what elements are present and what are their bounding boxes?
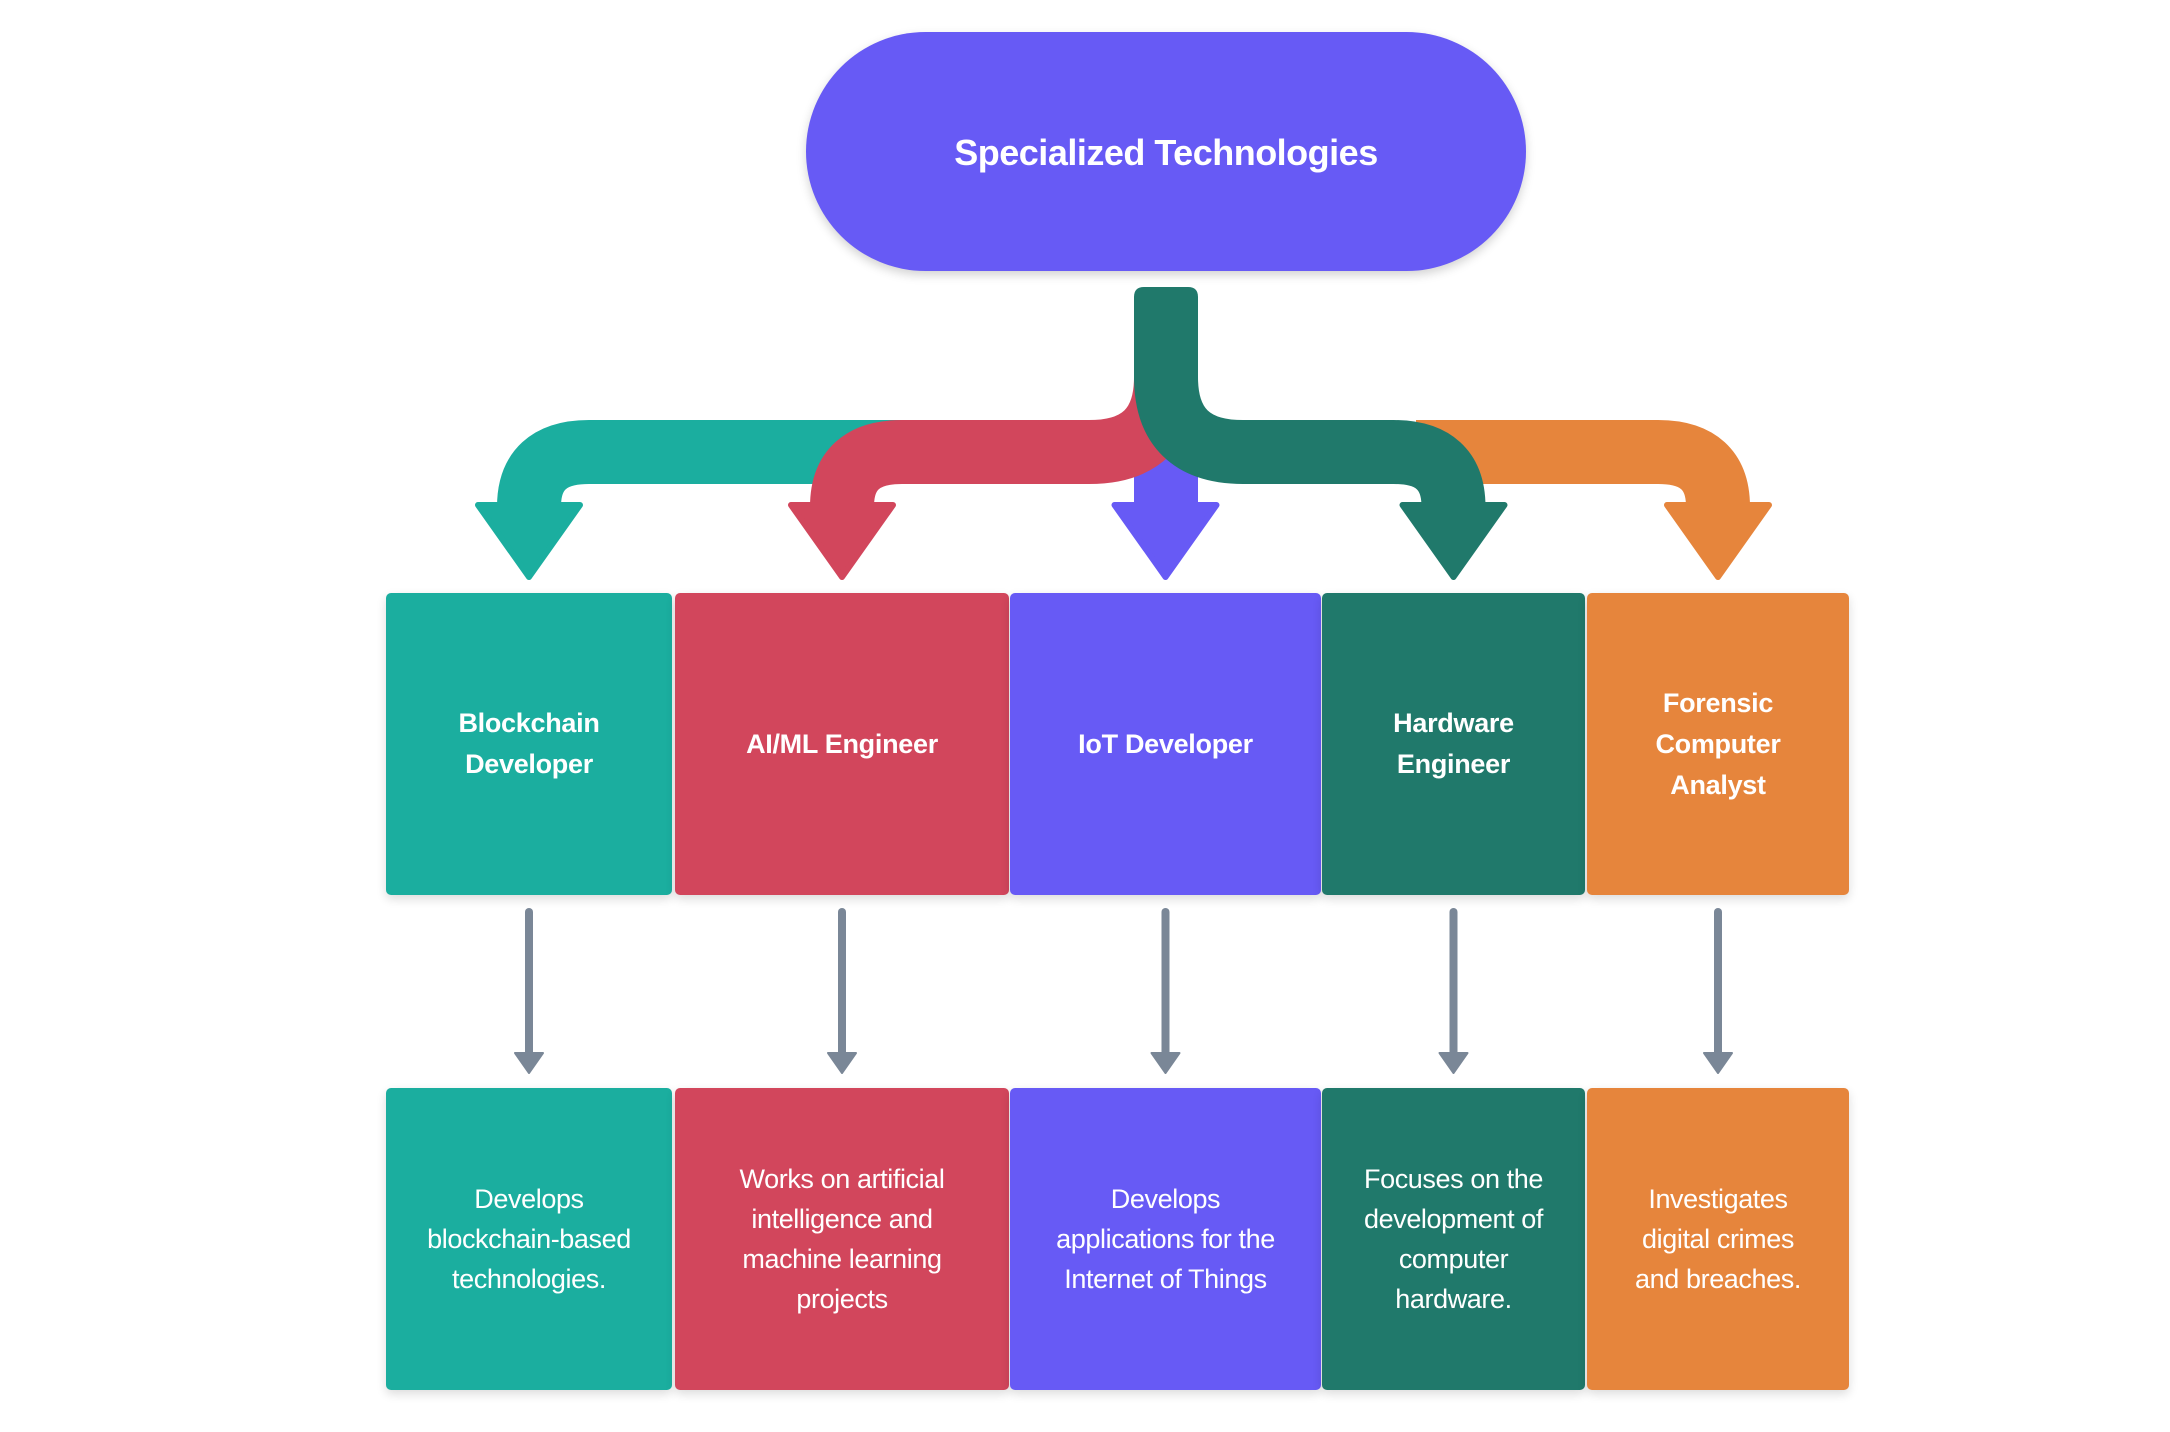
role-description: Develops blockchain-based technologies. (427, 1184, 631, 1294)
arrow-head (788, 502, 896, 580)
arrow-head (1399, 502, 1508, 580)
connector-forensic-computer-analyst (1703, 908, 1733, 1074)
connector-arrowhead (1703, 1052, 1733, 1074)
role-node-forensic-computer-analyst[interactable]: Forensic Computer Analyst (1587, 593, 1849, 895)
connector-arrowhead (514, 1052, 544, 1074)
connector-arrowhead (1438, 1052, 1469, 1074)
branch-arrows (475, 287, 1772, 580)
connector-iot-developer (1150, 908, 1181, 1074)
connector-ai-ml-engineer (827, 908, 857, 1074)
connector-blockchain-developer (514, 908, 544, 1074)
arrow-head (1111, 502, 1220, 580)
arrow-shaft (1416, 420, 1750, 509)
role-title: IoT Developer (1078, 728, 1253, 759)
branch-arrow-blockchain-developer (475, 420, 916, 580)
role-title: AI/ML Engineer (746, 728, 938, 759)
role-description: Works on artificial intelligence and mac… (739, 1164, 945, 1314)
connector-hardware-engineer (1438, 908, 1469, 1074)
branch-arrow-forensic-computer-analyst (1416, 420, 1772, 580)
arrow-shaft (497, 420, 916, 509)
connector-arrowhead (1150, 1052, 1181, 1074)
description-node-forensic-computer-analyst[interactable]: Investigates digital crimes and breaches… (1587, 1088, 1849, 1390)
description-node-iot-developer[interactable]: Develops applications for the Internet o… (1010, 1088, 1321, 1390)
arrow-head (475, 502, 583, 580)
description-node-hardware-engineer[interactable]: Focuses on the development of computer h… (1322, 1088, 1585, 1390)
role-title: Forensic Computer Analyst (1655, 687, 1781, 800)
arrow-head (1664, 502, 1772, 580)
description-node-blockchain-developer[interactable]: Develops blockchain-based technologies. (386, 1088, 672, 1390)
role-node-hardware-engineer[interactable]: Hardware Engineer (1322, 593, 1585, 895)
role-node-blockchain-developer[interactable]: Blockchain Developer (386, 593, 672, 895)
role-title: Hardware Engineer (1393, 708, 1514, 779)
role-title: Blockchain Developer (458, 708, 600, 779)
arrow-shaft (1134, 317, 1486, 509)
description-node-ai-ml-engineer[interactable]: Works on artificial intelligence and mac… (675, 1088, 1009, 1390)
role-description: Investigates digital crimes and breaches… (1635, 1184, 1801, 1294)
root-node[interactable]: Specialized Technologies (806, 32, 1526, 271)
arrow-shaft (810, 317, 1198, 509)
role-description: Focuses on the development of computer h… (1363, 1164, 1544, 1314)
role-description: Develops applications for the Internet o… (1056, 1184, 1275, 1294)
trunk-stem (1134, 287, 1198, 380)
connector-arrowhead (827, 1052, 857, 1074)
root-title: Specialized Technologies (954, 131, 1378, 173)
down-connectors (514, 908, 1733, 1074)
role-node-iot-developer[interactable]: IoT Developer (1010, 593, 1321, 895)
branch-arrow-ai-ml-engineer (788, 317, 1198, 580)
branch-arrow-hardware-engineer (1134, 317, 1508, 580)
role-node-ai-ml-engineer[interactable]: AI/ML Engineer (675, 593, 1009, 895)
